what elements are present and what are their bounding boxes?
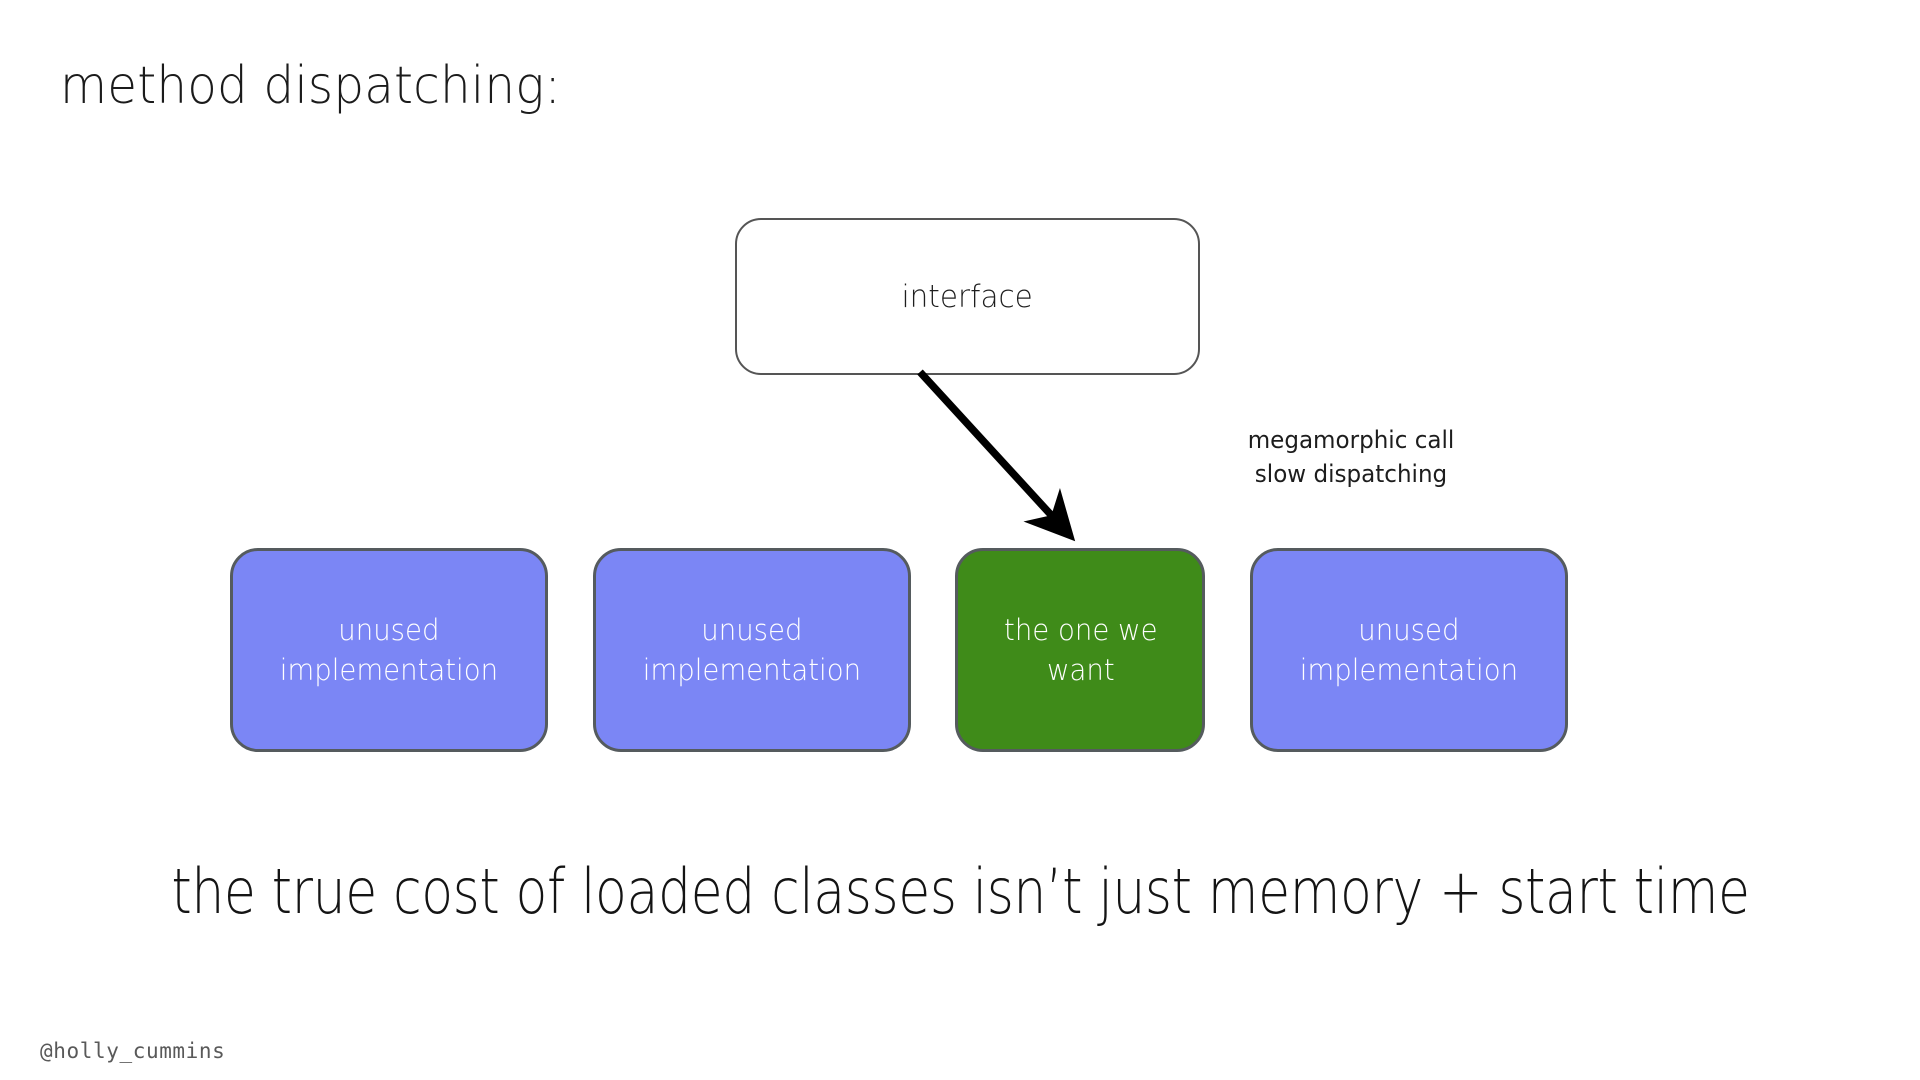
impl-box-1[interactable]: unused implementation	[230, 548, 548, 752]
annotation-line-1: megamorphic call	[1247, 426, 1455, 454]
annotation-line-2: slow dispatching	[1254, 460, 1448, 489]
impl-box-3-label: the one we want	[1003, 612, 1158, 687]
impl-box-4-label: unused implementation	[1299, 612, 1519, 687]
impl-box-2[interactable]: unused implementation	[592, 548, 911, 752]
page-title: method dispatching:	[60, 56, 561, 116]
impl-box-2-label: unused implementation	[642, 612, 861, 687]
slide-caption-text: the true cost of loaded classes isn’t ju…	[170, 855, 1750, 928]
interface-node[interactable]: interface	[735, 218, 1200, 375]
author-handle: @holly_cummins	[40, 1039, 226, 1063]
dispatch-arrow-icon	[917, 369, 1076, 542]
impl-box-3-selected[interactable]: the one we want	[955, 548, 1206, 752]
impl-box-1-label: unused implementation	[279, 612, 499, 687]
implementation-row: unused implementation unused implementat…	[230, 548, 1568, 752]
impl-box-4[interactable]: unused implementation	[1249, 548, 1568, 752]
interface-node-label: interface	[901, 278, 1034, 315]
megamorphic-annotation: megamorphic call slow dispatching	[1221, 423, 1480, 491]
slide-caption: the true cost of loaded classes isn’t ju…	[0, 855, 1920, 928]
